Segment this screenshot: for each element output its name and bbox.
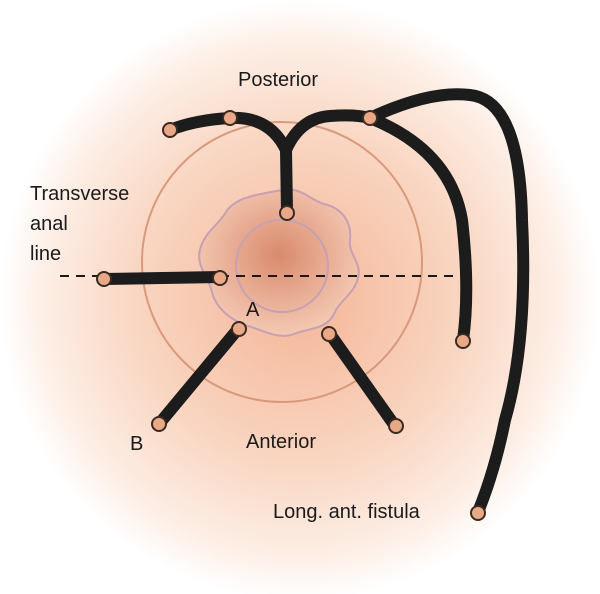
opening-internal-posterior (279, 205, 295, 221)
long-anterior-fistula-tract (364, 88, 530, 518)
tract-a-to-b (153, 323, 244, 430)
label-anal: anal (30, 213, 68, 235)
inner-ring (235, 219, 329, 313)
opening-anterior-outer (388, 418, 404, 434)
opening-curved-end (455, 333, 471, 349)
opening-transverse-right (212, 270, 228, 286)
opening-b (151, 416, 167, 432)
anterior-right-tract (324, 328, 401, 432)
posterior-curved-tract (364, 112, 473, 346)
label-transverse: Transverse (30, 183, 129, 205)
label-point-a: A (246, 299, 260, 321)
opening-posterior-left (162, 122, 178, 138)
label-line: line (30, 243, 61, 265)
label-posterior: Posterior (238, 69, 318, 91)
opening-posterior-right (362, 110, 378, 126)
opening-posterior-mid (222, 110, 238, 126)
anal-verge (198, 188, 360, 337)
opening-anterior-inner (321, 326, 337, 342)
opening-a (231, 321, 247, 337)
label-anterior: Anterior (246, 431, 316, 453)
label-long-anterior-fistula: Long. ant. fistula (273, 501, 421, 523)
posterior-stem-tract (280, 144, 293, 218)
opening-transverse-left (96, 271, 112, 287)
opening-long-anterior (470, 505, 486, 521)
label-point-b: B (130, 433, 143, 455)
outer-ring (141, 121, 423, 403)
transverse-tract (98, 271, 226, 285)
